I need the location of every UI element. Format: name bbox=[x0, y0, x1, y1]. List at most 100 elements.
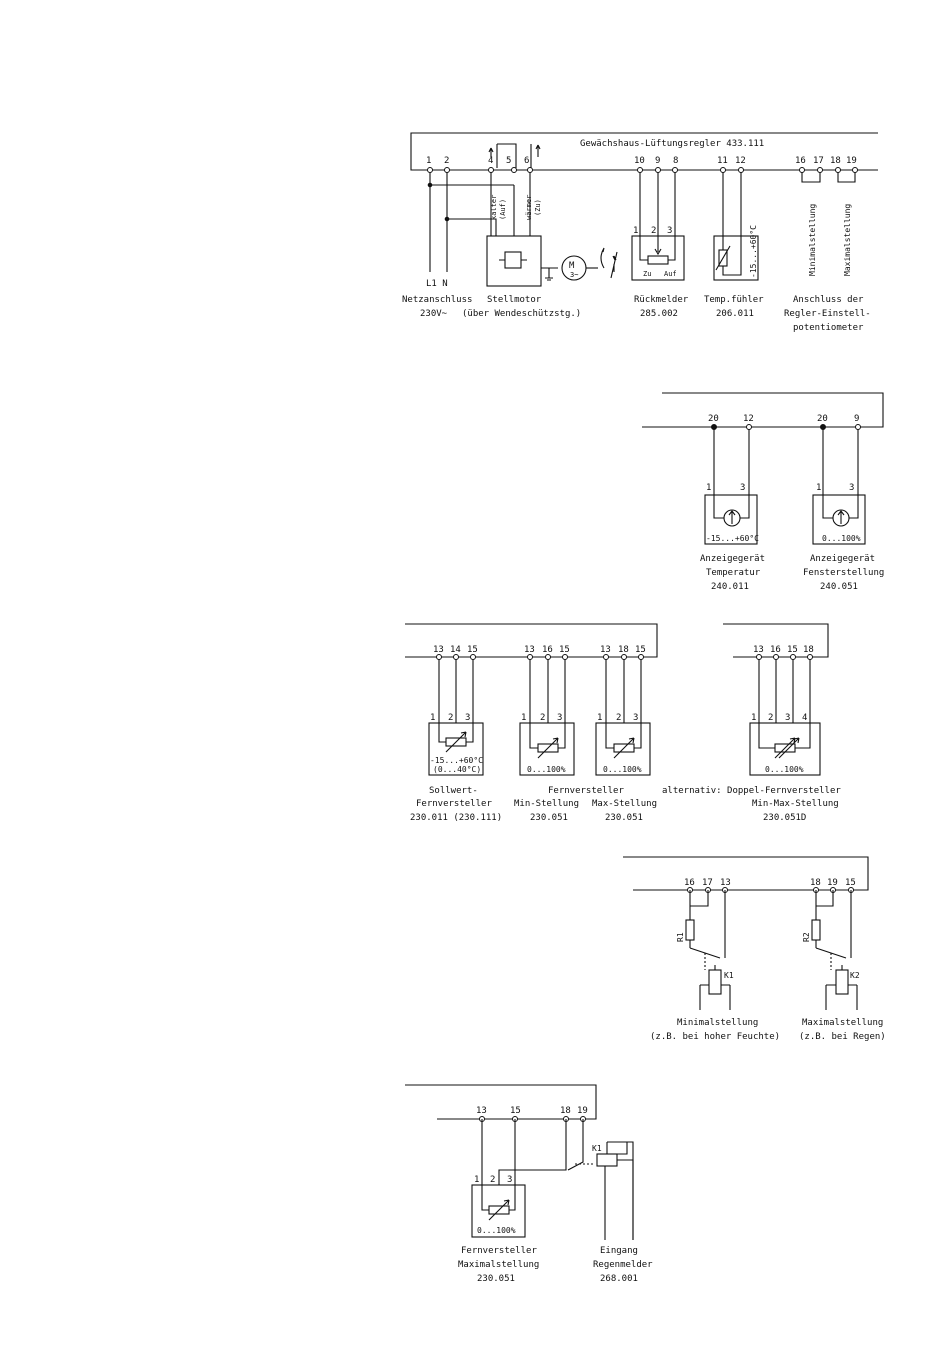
dev-terminal: 3 bbox=[633, 713, 638, 723]
dev-terminal: 1 bbox=[430, 713, 435, 723]
terminal-label: 20 bbox=[817, 414, 828, 424]
dev-terminal: 3 bbox=[785, 713, 790, 723]
terminal-label: 2 bbox=[444, 156, 449, 166]
caption-fv-min: Min-Stellung bbox=[514, 799, 579, 809]
pct-range: 0...100% bbox=[527, 765, 566, 774]
resistor-r2 bbox=[811, 919, 821, 941]
dev-terminal: 1 bbox=[474, 1175, 479, 1185]
caption-fernversteller: 230.051 bbox=[477, 1274, 515, 1284]
caption-fv-no: 230.051 bbox=[605, 813, 643, 823]
temp-sensor-box bbox=[713, 235, 759, 281]
terminal-label: 15 bbox=[787, 645, 798, 655]
sw-range-2: (0...40°C) bbox=[433, 765, 481, 774]
relay-k2-coil bbox=[835, 969, 849, 995]
caption-rueckmelder: Rückmelder bbox=[634, 295, 689, 305]
terminal-label: 6 bbox=[524, 156, 529, 166]
caption-anschluss: potentiometer bbox=[793, 323, 864, 333]
rm-terminal: 3 bbox=[667, 226, 672, 236]
rm-terminal: 2 bbox=[651, 226, 656, 236]
dev-terminal: 3 bbox=[465, 713, 470, 723]
caption-stellmotor: (über Wendeschützstg.) bbox=[462, 309, 581, 319]
dev-terminal: 1 bbox=[597, 713, 602, 723]
terminal-label: 13 bbox=[524, 645, 535, 655]
contactor-box bbox=[486, 235, 542, 287]
caption-min: (z.B. bei hoher Feuchte) bbox=[650, 1032, 780, 1042]
relay-k1-coil bbox=[708, 969, 722, 995]
terminal-label: 15 bbox=[510, 1106, 521, 1116]
caption-fv-no: 230.051 bbox=[530, 813, 568, 823]
dev-terminal: 1 bbox=[706, 483, 711, 493]
thermistor-icon bbox=[718, 249, 728, 267]
remote-adjuster-min-box bbox=[519, 722, 575, 776]
dev-terminal: 2 bbox=[768, 713, 773, 723]
terminal-label: 15 bbox=[467, 645, 478, 655]
setpoint-adjuster-box bbox=[428, 722, 484, 776]
section-minmax-relays: 16 17 13 R1 K1 18 19 15 R2 K2 Minimalste… bbox=[623, 856, 886, 1042]
relay-k1-coil bbox=[596, 1153, 618, 1167]
caption-eingang: 268.001 bbox=[600, 1274, 638, 1284]
terminal-label: 19 bbox=[846, 156, 857, 166]
caption-alternativ: Min-Max-Stellung bbox=[752, 799, 839, 809]
potentiometer-icon bbox=[647, 255, 669, 265]
caption-anschluss: Anschluss der bbox=[793, 295, 864, 305]
kalter-label: kälter bbox=[490, 195, 498, 220]
dev-terminal: 2 bbox=[490, 1175, 495, 1185]
terminal-label: 12 bbox=[735, 156, 746, 166]
caption-sollwert: Sollwert- bbox=[429, 786, 478, 796]
terminal-label: 11 bbox=[717, 156, 728, 166]
terminal-label: 18 bbox=[810, 878, 821, 888]
caption-anzeige-temp: Anzeigegerät bbox=[700, 554, 765, 564]
resistor-r1 bbox=[685, 919, 695, 941]
k1-label: K1 bbox=[724, 971, 734, 980]
auf-label: (Auf) bbox=[499, 199, 507, 220]
adjustable-resistor-icon bbox=[488, 1205, 510, 1215]
terminal-label: 4 bbox=[488, 156, 493, 166]
caption-max: Maximalstellung bbox=[802, 1018, 883, 1028]
pct-range: 0...100% bbox=[477, 1226, 516, 1235]
caption-anzeige-temp: Temperatur bbox=[706, 568, 761, 578]
dev-terminal: 1 bbox=[816, 483, 821, 493]
motor-tilde: 3~ bbox=[570, 271, 578, 279]
meter-icon bbox=[723, 509, 741, 527]
caption-sollwert: 230.011 (230.111) bbox=[410, 813, 502, 823]
terminal-label: 9 bbox=[854, 414, 859, 424]
terminal-label: 15 bbox=[845, 878, 856, 888]
zu-label: (Zu) bbox=[534, 199, 542, 216]
section-rain-override: 13 15 18 19 1 2 3 0...100% K1 Fernverste… bbox=[405, 1084, 653, 1284]
pct-range: 0...100% bbox=[603, 765, 642, 774]
caption-anzeige-fenster: 240.051 bbox=[820, 582, 858, 592]
caption-fernversteller: Maximalstellung bbox=[458, 1260, 539, 1270]
caption-tempfuehler: 206.011 bbox=[716, 309, 754, 319]
terminal-label: 18 bbox=[618, 645, 629, 655]
terminal-label: 13 bbox=[433, 645, 444, 655]
tf-range-vertical: -15...+60°C bbox=[749, 225, 758, 278]
terminal-label: 16 bbox=[770, 645, 781, 655]
caption-eingang: Regenmelder bbox=[593, 1260, 653, 1270]
caption-stellmotor: Stellmotor bbox=[487, 295, 542, 305]
pct-range: 0...100% bbox=[765, 765, 804, 774]
caption-sollwert: Fernversteller bbox=[416, 799, 492, 809]
terminal-label: 15 bbox=[635, 645, 646, 655]
terminal-label: 15 bbox=[559, 645, 570, 655]
rm-terminal: 1 bbox=[633, 226, 638, 236]
remote-adjuster-max-box bbox=[595, 722, 651, 776]
terminal-label: 5 bbox=[506, 156, 511, 166]
display-window-box bbox=[812, 494, 866, 545]
dev-terminal: 2 bbox=[448, 713, 453, 723]
terminal-label: 16 bbox=[795, 156, 806, 166]
motor-m: M bbox=[569, 261, 575, 271]
rain-remote-adjuster-box bbox=[471, 1184, 526, 1238]
terminal-label: 13 bbox=[476, 1106, 487, 1116]
caption-min: Minimalstellung bbox=[677, 1018, 758, 1028]
mains-l1-n-label: L1 N bbox=[426, 279, 448, 289]
caption-fv-max: Max-Stellung bbox=[592, 799, 657, 809]
r2-label: R2 bbox=[802, 932, 811, 942]
terminal-label: 18 bbox=[830, 156, 841, 166]
controller-title: Gewächshaus-Lüftungsregler 433.111 bbox=[580, 139, 764, 149]
terminal-label: 17 bbox=[702, 878, 713, 888]
display-temp-range: -15...+60°C bbox=[706, 534, 759, 543]
dev-terminal: 2 bbox=[540, 713, 545, 723]
section-displays: 20 12 20 9 1 3 -15...+60°C 1 3 0...100% … bbox=[642, 392, 884, 592]
caption-anzeige-temp: 240.011 bbox=[711, 582, 749, 592]
